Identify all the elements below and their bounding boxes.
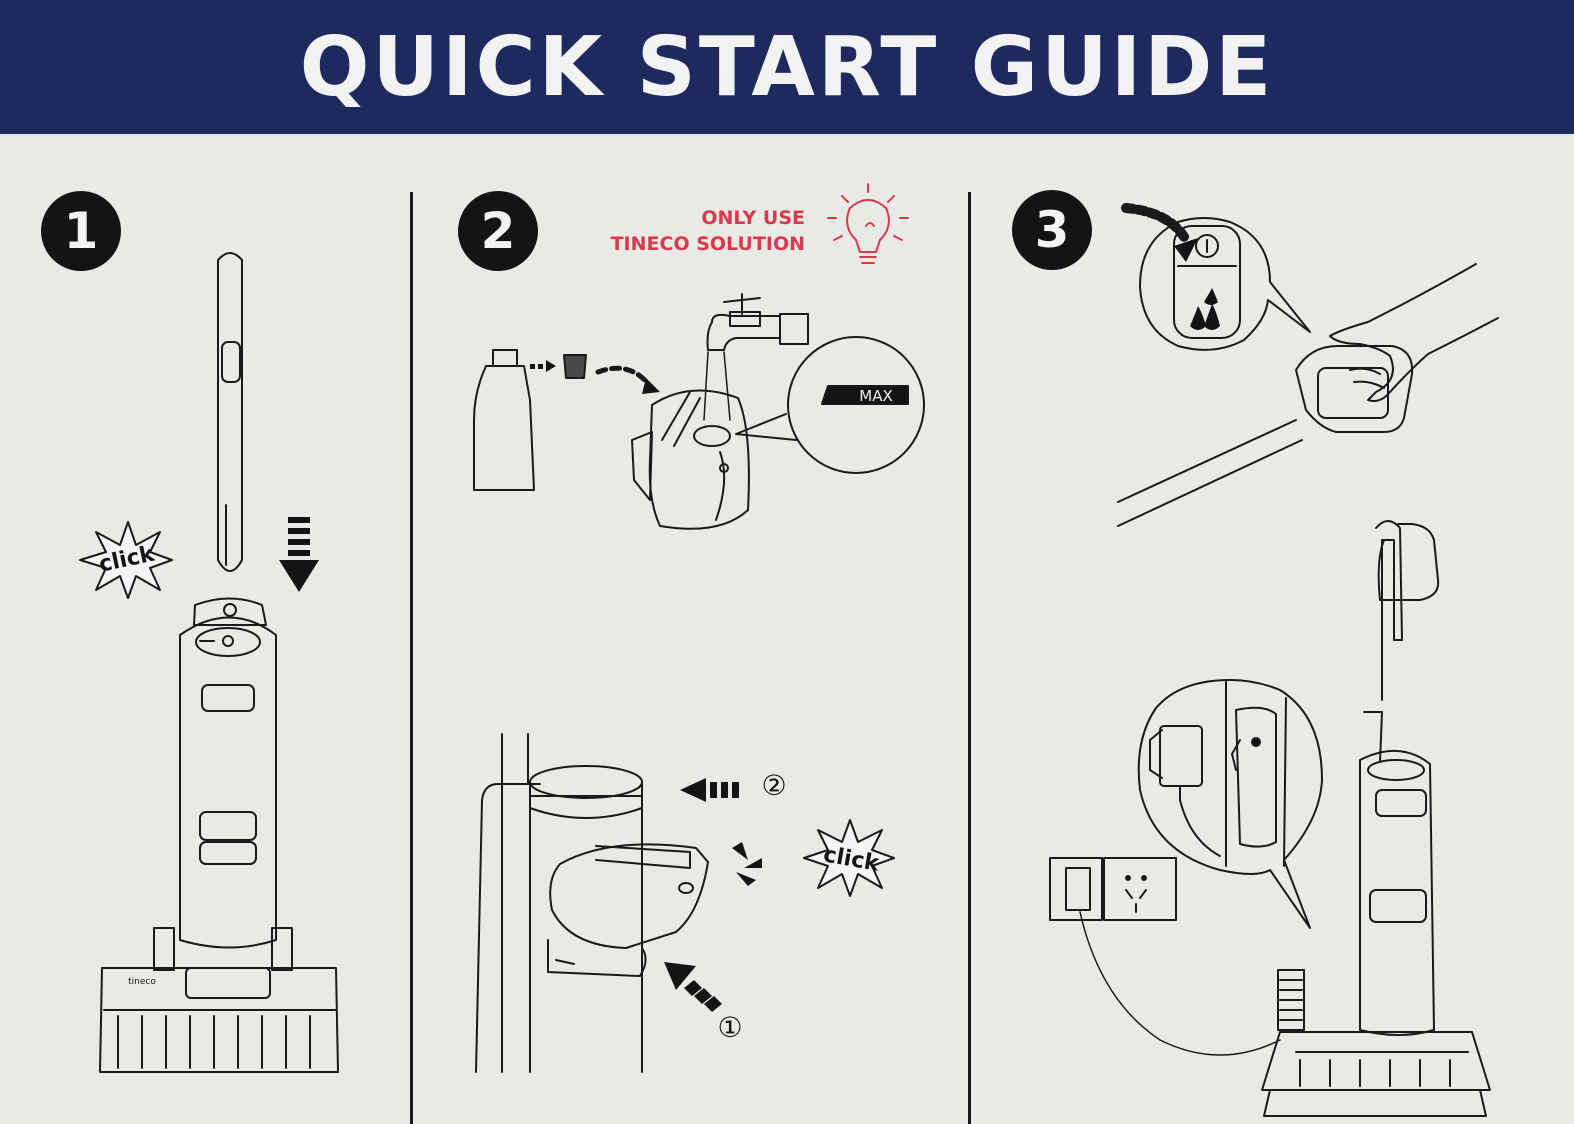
step-3-callout (1139, 217, 1311, 351)
step-order-1: ① (717, 1011, 742, 1044)
tank-installation (475, 733, 709, 1073)
step-2-click-burst-icon (803, 819, 895, 897)
step-2-badge: 2 (458, 191, 538, 271)
charging-callout (1137, 679, 1323, 929)
handle-grip (1295, 345, 1414, 433)
column-divider-2 (968, 192, 971, 1124)
curved-press-arrow-icon (1121, 203, 1191, 245)
curved-arrow-icon (595, 365, 653, 389)
arrow-up-left-icon (664, 962, 722, 1012)
power-cord (1079, 911, 1281, 1056)
dotted-arrow-icon (530, 360, 556, 372)
step-1-badge: 1 (41, 191, 121, 271)
solution-note-line-1: ONLY USE (701, 207, 805, 229)
step-1-click-burst-icon (79, 521, 173, 599)
solution-note-line-2: TINECO SOLUTION (610, 233, 805, 255)
solution-bottle (473, 349, 535, 491)
hand-icon (1329, 263, 1499, 402)
plug-icon (1149, 725, 1261, 857)
arrow-down-icon (279, 517, 319, 592)
step-order-2: ② (761, 769, 786, 802)
click-spark-icon (732, 842, 762, 886)
brand-mark: tineco (128, 977, 156, 987)
page-title: QUICK START GUIDE (299, 19, 1275, 115)
solution-note: ONLY USE TINECO SOLUTION (560, 205, 805, 257)
charging-device (1261, 520, 1491, 1117)
water-tank (631, 389, 750, 530)
max-label: MAX (859, 387, 892, 405)
faucet-icon (706, 293, 809, 351)
step-1-illustration (99, 252, 339, 1073)
power-icon (1195, 234, 1219, 258)
handle-shaft (1117, 419, 1303, 527)
arrow-left-icon (680, 778, 739, 802)
column-divider-1 (410, 192, 413, 1124)
water-drops-icon (1190, 288, 1220, 330)
lightbulb-icon (827, 183, 909, 264)
step-3-badge: 3 (1012, 190, 1092, 270)
measure-cup (563, 354, 587, 379)
header-banner: QUICK START GUIDE (0, 0, 1574, 134)
outlet-icon (1049, 857, 1177, 921)
max-line-callout (735, 336, 925, 474)
